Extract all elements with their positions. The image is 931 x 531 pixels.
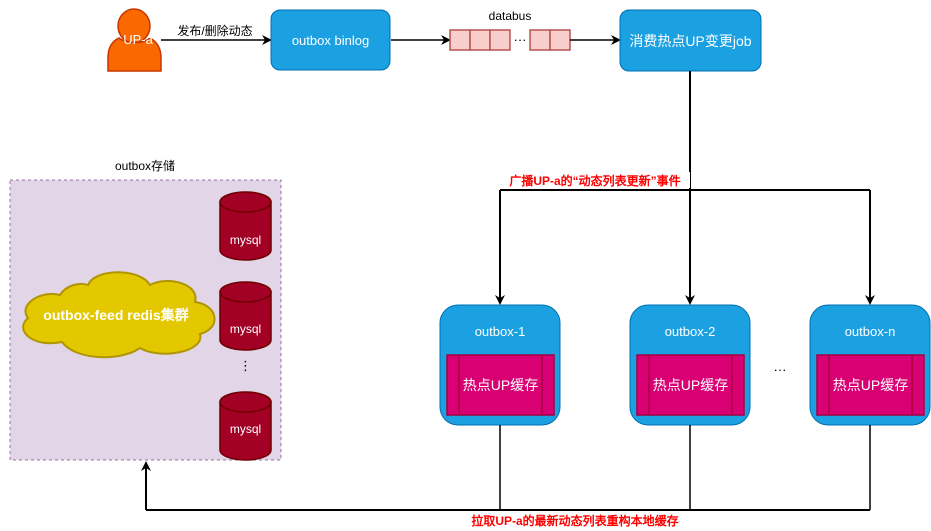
queue-cell [529,29,551,51]
edge-pull [141,425,871,511]
pull-label: 拉取UP-a的最新动态列表重构本地缓存 [471,513,678,528]
outbox-binlog-node[interactable]: outbox binlog [270,9,391,71]
queue-ellipsis: ··· [514,32,527,47]
databus-label: databus [489,9,532,23]
outbox-n-node[interactable]: outbox-n 热点UP缓存 [809,304,931,426]
hot-up-cache[interactable]: 热点UP缓存 [636,354,745,416]
outbox-title: outbox-1 [475,324,526,339]
database-icon [219,401,272,461]
actor-up-a[interactable]: UP-a [107,8,162,72]
broadcast-label: 广播UP-a的“动态列表更新”事件 [509,173,680,188]
mysql-label: mysql [230,322,261,336]
queue-cell [469,29,491,51]
edge-broadcast [495,71,875,305]
outbox-storage-group: outbox存储 outbox-feed redis集群 mysql mysql… [9,158,282,461]
queue-cell [489,29,511,51]
actor-label: UP-a [123,32,153,47]
outbox-1-node[interactable]: outbox-1 热点UP缓存 [439,304,561,426]
job-label: 消费热点UP变更job [629,33,751,49]
outbox-title: outbox-n [845,324,896,339]
cache-label: 热点UP缓存 [833,377,908,393]
mysql-ellipsis: ⋮ [239,358,252,373]
database-icon [219,201,272,261]
cloud-icon [22,271,216,359]
outbox-2-node[interactable]: outbox-2 热点UP缓存 [629,304,751,426]
binlog-label: outbox binlog [292,33,369,48]
hot-up-change-job-node[interactable]: 消费热点UP变更job [619,9,762,72]
queue-cell [549,29,571,51]
mysql-label: mysql [230,233,261,247]
hot-up-cache[interactable]: 热点UP缓存 [446,354,555,416]
outbox-ellipsis: ··· [774,362,787,377]
mysql-label: mysql [230,422,261,436]
cache-label: 热点UP缓存 [463,377,538,393]
storage-title: outbox存储 [115,158,175,173]
queue-cell [449,29,471,51]
cache-label: 热点UP缓存 [653,377,728,393]
hot-up-cache[interactable]: 热点UP缓存 [816,354,925,416]
redis-cluster-cloud[interactable]: outbox-feed redis集群 [22,271,216,359]
edge-publish-label: 发布/删除动态 [177,23,252,38]
databus-queue[interactable]: databus ··· [449,9,571,51]
mysql-db-3[interactable]: mysql [219,391,272,461]
database-icon [219,291,272,351]
redis-label: outbox-feed redis集群 [43,307,188,323]
outbox-title: outbox-2 [665,324,716,339]
mysql-db-2[interactable]: mysql [219,281,272,351]
user-icon [107,8,162,72]
mysql-db-1[interactable]: mysql [219,191,272,261]
broadcast-label-bg [495,172,690,188]
